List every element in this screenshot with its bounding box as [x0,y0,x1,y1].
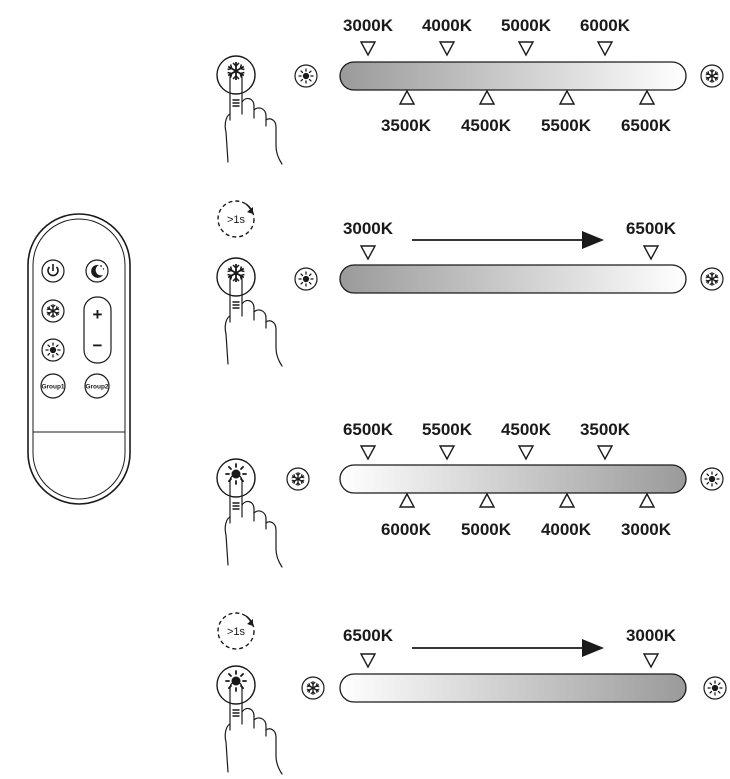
group2-button[interactable]: Group2 [84,373,110,399]
timer-badge: >1s [217,612,255,650]
marker-down [517,445,535,461]
temp-label: 6000K [381,520,432,539]
panel-warm-step: 6500K 5500K 4500K 3500K 6000K 5000K 4000… [216,420,724,568]
panel-warm-hold: >1s 6500K 3000K [216,612,727,775]
marker-down [596,41,614,57]
end-temp-label: 6500K [626,219,677,238]
marker-down [359,445,377,461]
marker-down [642,653,660,669]
direction-arrow-head [582,231,604,249]
marker-down [517,41,535,57]
sun-icon [225,463,247,485]
timer-label: >1s [227,626,246,638]
group2-label: Group2 [85,384,108,391]
timer-label: >1s [227,214,246,226]
color-temperature-bar [339,673,687,703]
temp-label: 5000K [501,16,552,35]
remote-inner-body [32,218,126,500]
group1-label: Group1 [41,384,64,391]
temp-label: 4500K [461,116,512,135]
temp-label: 6500K [343,420,394,439]
temp-label: 3000K [621,520,672,539]
warm-button[interactable] [41,338,65,362]
temp-label: 3500K [381,116,432,135]
color-temperature-bar [339,61,687,91]
sun-icon [704,471,720,487]
marker-down [596,445,614,461]
temp-label: 3000K [343,16,394,35]
sun-icon [298,68,314,84]
temp-label: 5500K [422,420,473,439]
marker-down [359,245,377,261]
temp-label: 5500K [541,116,592,135]
marker-down [438,41,456,57]
panel-warm-step-button [216,458,256,498]
panel-cool-step-button [216,55,256,95]
marker-down [359,41,377,57]
color-temperature-bar [339,264,687,294]
sun-icon [298,271,314,287]
power-button[interactable] [41,259,65,283]
temp-label: 5000K [461,520,512,539]
marker-down [438,445,456,461]
start-temp-label: 3000K [343,219,394,238]
power-icon [47,264,59,277]
marker-down [642,245,660,261]
group1-button[interactable]: Group1 [40,373,66,399]
minus-label: − [93,336,103,355]
night-mode-button[interactable] [85,259,109,283]
marker-up [478,492,496,508]
marker-up [638,89,656,105]
sun-icon [707,680,723,696]
temp-label: 4500K [501,420,552,439]
marker-up [398,492,416,508]
marker-up [638,492,656,508]
panel-cool-hold-button [216,257,256,297]
sun-icon [45,342,61,358]
marker-up [558,492,576,508]
brightness-rocker[interactable]: + − [83,296,112,364]
plus-label: + [93,305,103,324]
temp-label: 6000K [580,16,631,35]
end-temp-label: 3000K [626,626,677,645]
start-temp-label: 6500K [343,626,394,645]
marker-up [398,89,416,105]
panel-cool-hold: >1s 3000K 6500K [216,200,724,367]
panel-warm-hold-button [216,665,256,705]
temp-label: 4000K [422,16,473,35]
temp-label: 4000K [541,520,592,539]
remote-control: + − Group1 Group2 [27,213,131,505]
panel-cool-step: 3000K 4000K 5000K 6000K 3500K 4500K 5500… [216,16,724,165]
moon-icon [91,264,105,278]
temp-label: 6500K [621,116,672,135]
direction-arrow-head [582,639,604,657]
sun-icon [225,670,247,692]
marker-down [359,653,377,669]
cool-button[interactable] [41,299,65,323]
color-temperature-bar [339,464,687,494]
timer-badge: >1s [217,200,255,238]
marker-up [478,89,496,105]
remote-outer-body [27,213,131,505]
marker-up [558,89,576,105]
temp-label: 3500K [580,420,631,439]
